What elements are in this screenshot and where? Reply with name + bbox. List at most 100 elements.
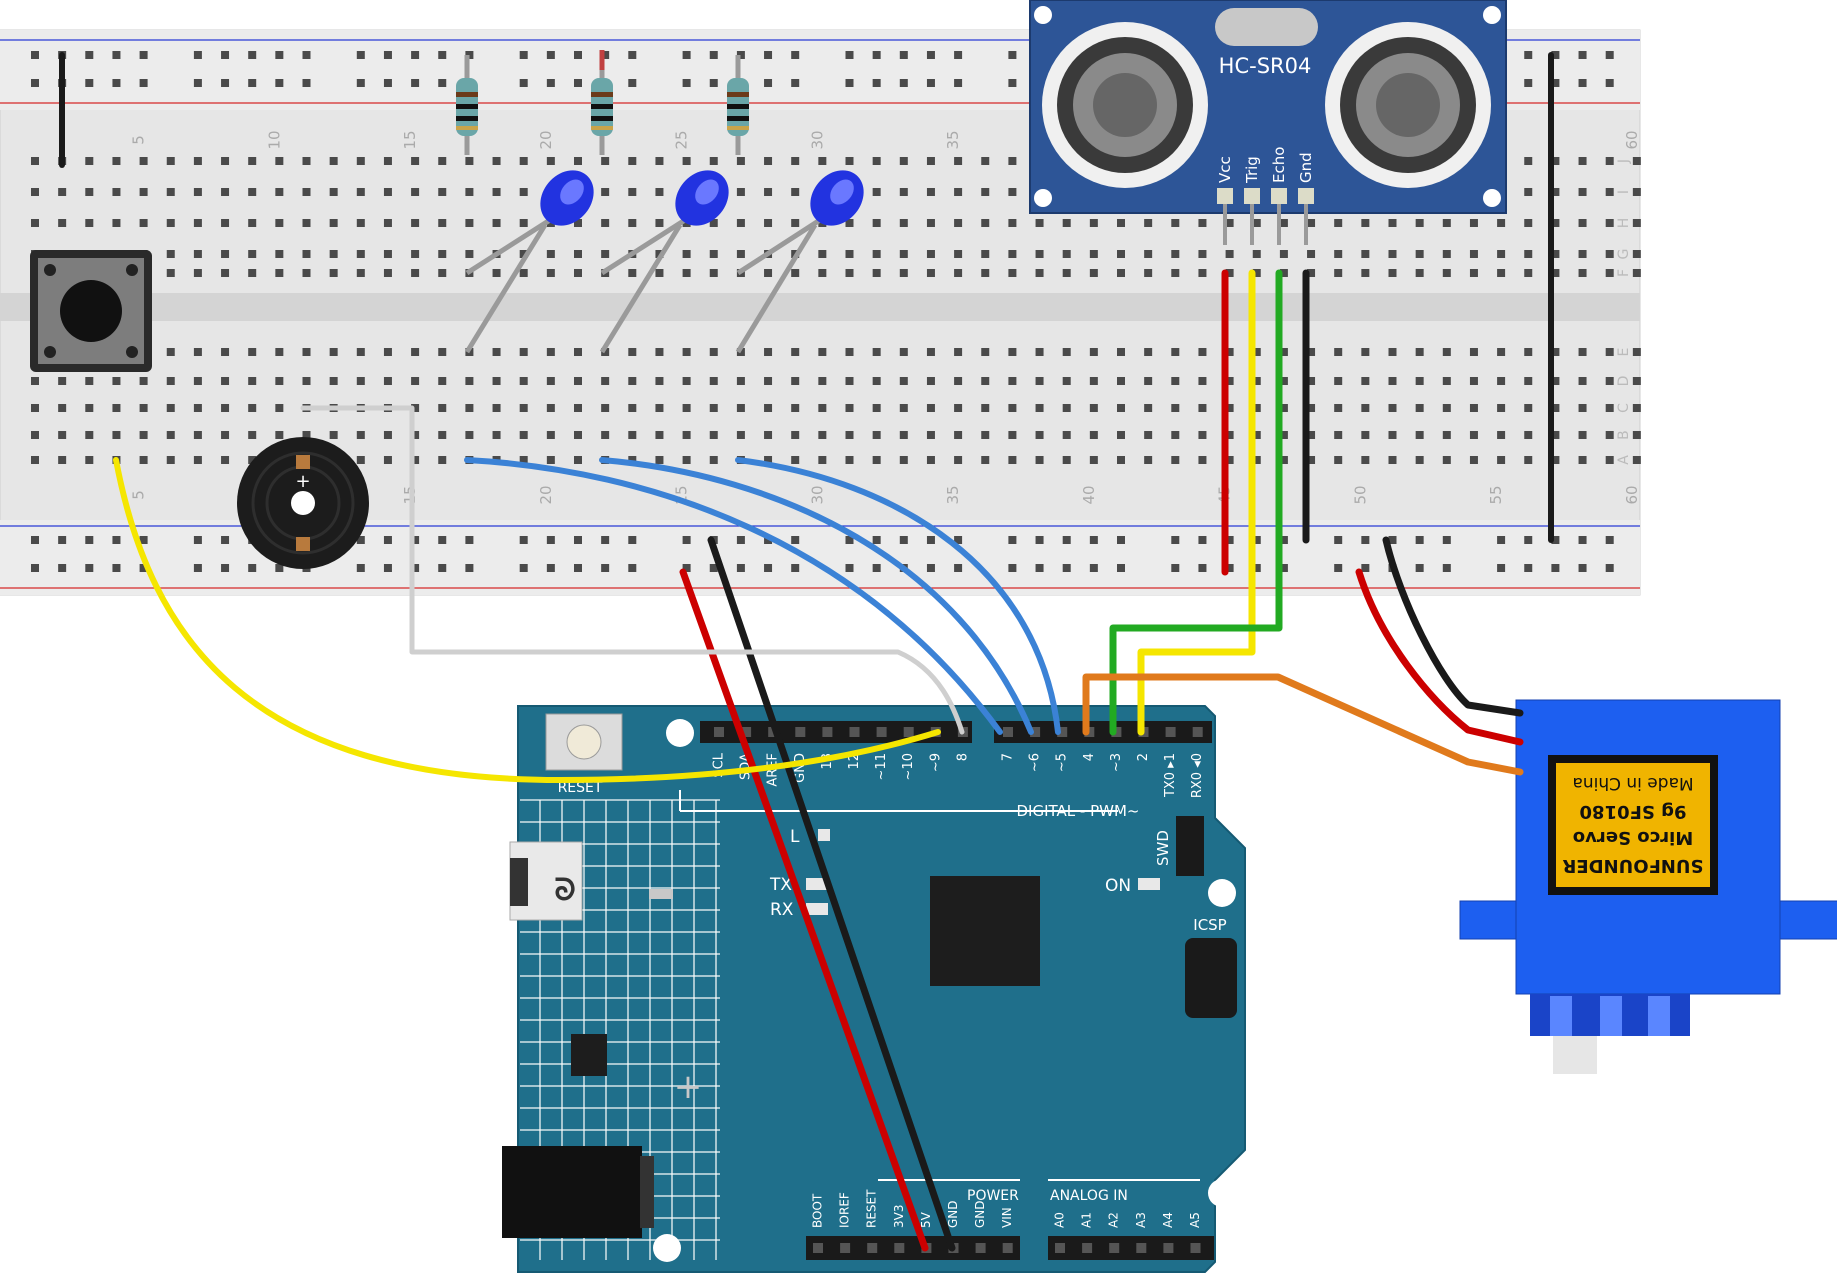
breadboard-hole [1497, 348, 1506, 356]
breadboard-hole [1089, 404, 1098, 412]
breadboard-rail-hole [438, 51, 447, 59]
breadboard-hole [1279, 219, 1288, 227]
breadboard-hole [818, 250, 827, 258]
breadboard-hole [275, 188, 284, 196]
breadboard-rail-hole [682, 79, 691, 87]
breadboard-hole [1578, 250, 1587, 258]
breadboard-hole [356, 250, 365, 258]
breadboard-hole [601, 157, 610, 165]
breadboard-rail-hole [628, 536, 637, 544]
breadboard-hole [492, 269, 501, 277]
breadboard-rail-hole [221, 79, 230, 87]
breadboard-hole [899, 404, 908, 412]
breadboard-rail-hole [383, 51, 392, 59]
breadboard-hole [275, 269, 284, 277]
breadboard-rail-hole [1252, 564, 1261, 572]
digital-label: DIGITAL - PWM~ [1017, 802, 1140, 820]
breadboard-hole [981, 431, 990, 439]
power-pin [867, 1243, 878, 1253]
breadboard-hole [166, 269, 175, 277]
breadboard-hole [139, 431, 148, 439]
breadboard-hole [574, 377, 582, 385]
breadboard-rail-hole [193, 51, 202, 59]
breadboard-hole [899, 250, 908, 258]
breadboard-hole [1469, 269, 1478, 277]
breadboard-hole [1307, 250, 1316, 258]
breadboard-rail-hole [628, 564, 637, 572]
breadboard-hole [1605, 250, 1614, 258]
breadboard-hole [845, 157, 854, 165]
digital-pin [1165, 727, 1176, 737]
breadboard-hole [954, 269, 963, 277]
mount-hole [1208, 879, 1236, 907]
breadboard-rail-hole [709, 564, 718, 572]
breadboard-hole [1632, 269, 1641, 277]
breadboard-rail-hole [1062, 564, 1071, 572]
breadboard-rail-hole [85, 79, 94, 87]
breadboard-hole [193, 377, 202, 385]
breadboard-rail-hole [954, 51, 963, 59]
servo-label-part: 9g SF0180 [1579, 801, 1686, 822]
breadboard-rail-hole [546, 79, 555, 87]
analog-pin-label: A3 [1134, 1212, 1148, 1228]
breadboard-hole [1008, 404, 1017, 412]
led-label-rx: RX [770, 900, 794, 920]
breadboard-rail-hole [682, 536, 691, 544]
swd-header [1176, 816, 1204, 876]
breadboard-hole [1117, 404, 1125, 412]
digital-pin-label: RX0 ◂0 [1190, 753, 1205, 798]
breadboard-hole [628, 431, 637, 439]
breadboard-rail-hole [1089, 564, 1098, 572]
breadboard-hole [1578, 219, 1587, 227]
breadboard-hole [1361, 377, 1370, 385]
breadboard-hole [1279, 431, 1288, 439]
breadboard-hole [248, 431, 257, 439]
breadboard-hole [1524, 188, 1533, 196]
breadboard-hole [1089, 269, 1098, 277]
breadboard-rail-hole [58, 564, 67, 572]
breadboard-rail-hole [1361, 536, 1370, 544]
breadboard-hole [383, 157, 392, 165]
icsp-label: ICSP [1193, 916, 1226, 934]
breadboard-hole [383, 269, 392, 277]
breadboard-row-letter: I [1616, 190, 1632, 194]
analog-pin [1190, 1243, 1201, 1253]
breadboard-rail-hole [736, 51, 745, 59]
breadboard-hole [926, 157, 935, 165]
digital-pin [795, 727, 806, 737]
breadboard-rail-hole [791, 79, 800, 87]
breadboard-rail-hole [31, 51, 39, 59]
breadboard-rail-hole [519, 564, 528, 572]
breadboard-hole [112, 188, 121, 196]
breadboard-rail-hole [438, 564, 447, 572]
breadboard-hole [302, 348, 311, 356]
breadboard-hole [1198, 456, 1207, 464]
breadboard-hole [628, 219, 637, 227]
breadboard-hole [709, 219, 718, 227]
sensor-pin [1271, 188, 1287, 204]
breadboard-hole [221, 157, 230, 165]
breadboard-hole [465, 219, 474, 227]
breadboard-hole [682, 157, 691, 165]
breadboard-hole [764, 377, 773, 385]
push-button[interactable] [30, 250, 152, 372]
breadboard-hole [1062, 377, 1071, 385]
breadboard-rail-hole [438, 536, 447, 544]
breadboard-hole [85, 431, 94, 439]
breadboard-hole [1334, 456, 1343, 464]
breadboard-hole [1524, 250, 1533, 258]
breadboard-hole [1198, 219, 1207, 227]
breadboard-hole [1415, 348, 1424, 356]
buzzer-plus-label: + [295, 471, 310, 492]
breadboard-hole [872, 250, 881, 258]
breadboard-hole [1062, 250, 1071, 258]
breadboard-hole [492, 377, 501, 385]
svg-text:ᘐ: ᘐ [554, 873, 575, 908]
breadboard-hole [1388, 377, 1397, 385]
breadboard-rail-hole [1089, 536, 1098, 544]
sensor-transducer-right [1325, 22, 1491, 188]
breadboard-hole [791, 431, 800, 439]
breadboard-hole [574, 250, 582, 258]
breadboard-hole [601, 377, 610, 385]
